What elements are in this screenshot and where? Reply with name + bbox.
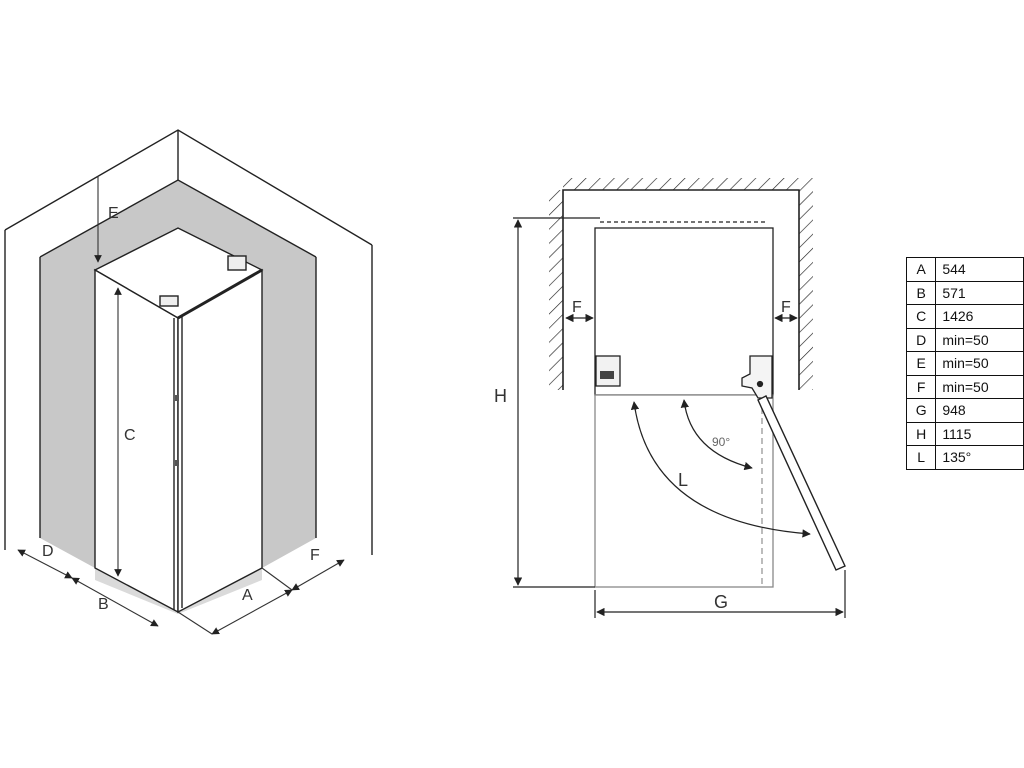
plan-dimension-lines (513, 217, 846, 618)
dimension-value: min=50 (935, 327, 1024, 352)
appliance-box (93, 227, 264, 614)
label-a: A (242, 587, 253, 604)
label-d: D (42, 543, 54, 560)
label-e: E (108, 205, 119, 222)
label-c: C (124, 427, 136, 444)
dimension-key: G (905, 398, 937, 423)
iso-dimension-lines (17, 176, 345, 635)
clearance-zone-right (178, 180, 316, 568)
dimension-value: 1426 (935, 304, 1024, 329)
plan-view: H F F 90° L G (494, 178, 846, 618)
dimension-value: 135° (935, 445, 1024, 470)
dim-a-line (211, 589, 293, 635)
label-f-right: F (781, 299, 791, 316)
corner-walls (4, 129, 373, 555)
dimension-key: F (905, 374, 937, 399)
label-90: 90° (712, 435, 730, 449)
dimension-key: E (905, 351, 937, 376)
dimension-key: D (905, 327, 937, 352)
dimension-key: H (905, 421, 937, 446)
isometric-view: E C D B A F (4, 129, 373, 635)
dimension-key: B (905, 280, 937, 305)
dimension-key: L (905, 445, 937, 470)
dim-d-line (17, 549, 73, 579)
label-f: F (310, 547, 320, 564)
dimension-value: min=50 (935, 351, 1024, 376)
angle-l-arc (630, 401, 811, 538)
label-h: H (494, 386, 507, 406)
hatched-wall (549, 178, 813, 390)
dimension-key: A (905, 257, 937, 282)
label-f-left: F (572, 299, 582, 316)
label-b: B (98, 596, 109, 613)
dimension-key: C (905, 304, 937, 329)
dim-f-line (291, 559, 345, 591)
label-l: L (678, 470, 688, 490)
dimension-value: min=50 (935, 374, 1024, 399)
dimension-value: 1115 (935, 421, 1024, 446)
dimension-value: 544 (935, 257, 1024, 282)
dim-b-line (71, 577, 159, 627)
dimension-value: 948 (935, 398, 1024, 423)
dimension-value: 571 (935, 280, 1024, 305)
label-g: G (714, 592, 728, 612)
clearance-zone-left (40, 180, 178, 568)
